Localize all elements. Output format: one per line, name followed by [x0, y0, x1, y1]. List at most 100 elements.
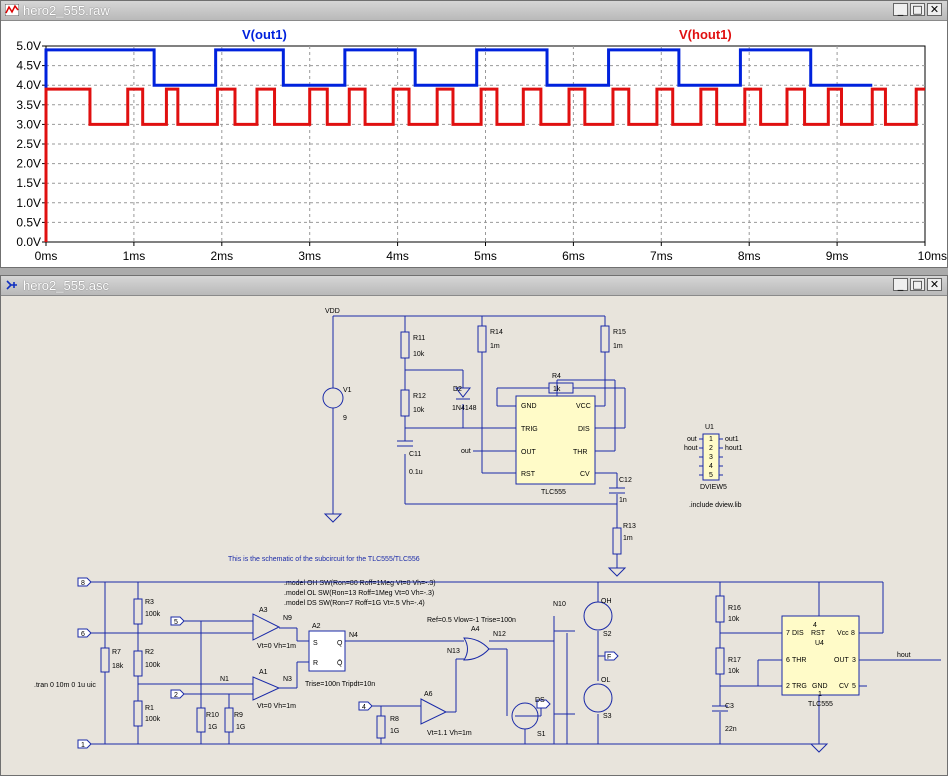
- x-tick-label: 10ms: [918, 249, 947, 263]
- r10-label: R10: [206, 712, 219, 719]
- subcircuit-note[interactable]: This is the schematic of the subcircuit …: [228, 556, 420, 563]
- trace-hout1[interactable]: [44, 87, 925, 242]
- r7-label: R7: [112, 649, 121, 656]
- u4-pin: THR: [792, 657, 806, 664]
- v1-label: V1: [343, 387, 352, 394]
- r4-value: 1k: [553, 386, 561, 393]
- x-tick-label: 4ms: [386, 249, 409, 263]
- y-tick-label: 2.5V: [16, 137, 41, 151]
- minimize-button[interactable]: _: [893, 3, 908, 16]
- x-tick-label: 5ms: [474, 249, 497, 263]
- ff-pin: Q̄: [337, 659, 343, 667]
- r10-value: 1G: [208, 724, 217, 731]
- r14-value: 1m: [490, 343, 500, 350]
- r3-label: R3: [145, 599, 154, 606]
- schematic-canvas[interactable]: GND TRIG OUT RST VCC DIS THR CV TLC555 V…: [1, 296, 947, 776]
- waveform-window-title: hero2_555.raw: [23, 3, 110, 18]
- c12-label: C12: [619, 477, 632, 484]
- u1-pin-num: 1: [709, 436, 713, 443]
- n13-label: N13: [447, 648, 460, 655]
- r9-value: 1G: [236, 724, 245, 731]
- r11-label: R11: [413, 335, 425, 342]
- d2-label: D2: [453, 386, 462, 393]
- a6-param: Vt=1.1 Vh=1m: [427, 730, 472, 737]
- a2-label: A2: [312, 623, 321, 630]
- pin-label: GND: [521, 403, 537, 410]
- include-directive[interactable]: .include dview.lib: [689, 502, 742, 509]
- r13-label: R13: [623, 523, 636, 530]
- r1-label: R1: [145, 705, 154, 712]
- tlc555-top-chip[interactable]: [515, 395, 596, 485]
- u4-part-label: TLC555: [808, 701, 833, 708]
- y-tick-label: 3.5V: [16, 98, 41, 112]
- port-1: [77, 739, 92, 749]
- u4-pin: DIS: [792, 630, 804, 637]
- r4-label: R4: [552, 373, 561, 380]
- waveform-plot[interactable]: 0.0V0.5V1.0V1.5V2.0V2.5V3.0V3.5V4.0V4.5V…: [1, 20, 947, 267]
- port-ds: [536, 699, 551, 709]
- x-tick-label: 1ms: [123, 249, 146, 263]
- tran-directive[interactable]: .tran 0 10m 0 1u uic: [34, 682, 96, 689]
- port-5: [170, 616, 185, 626]
- r11-value: 10k: [413, 351, 425, 358]
- trace-label-hout1[interactable]: V(hout1): [679, 27, 732, 42]
- ol-label: OL: [601, 677, 610, 684]
- pin-label: THR: [573, 449, 587, 456]
- n9-label: N9: [283, 615, 292, 622]
- r8-value: 1G: [390, 728, 399, 735]
- c12-value: 1n: [619, 497, 627, 504]
- r2-label: R2: [145, 649, 154, 656]
- x-tick-label: 0ms: [35, 249, 58, 263]
- u4-pin: OUT: [834, 657, 850, 664]
- trace-group: [44, 48, 925, 242]
- u4-tlc555-chip[interactable]: [781, 615, 860, 696]
- n3-label: N3: [283, 676, 292, 683]
- a2-param: Trise=100n Tripdt=10n: [305, 681, 375, 688]
- u1-label: U1: [705, 424, 714, 431]
- y-tick-label: 2.0V: [16, 157, 41, 171]
- r15-label: R15: [613, 329, 626, 336]
- pin-label: CV: [580, 471, 590, 478]
- tlc555-top-label: TLC555: [541, 489, 566, 496]
- close-button[interactable]: ✕: [927, 278, 942, 291]
- r9-label: R9: [234, 712, 243, 719]
- close-button[interactable]: ✕: [927, 3, 942, 16]
- u4-pin-num: 4: [813, 622, 817, 629]
- n10-label: N10: [553, 601, 566, 608]
- port-f-label: F: [607, 654, 611, 661]
- u4-pin-num: 6: [786, 657, 790, 664]
- out-net-label: out: [461, 448, 471, 455]
- hout-label: hout: [897, 652, 911, 659]
- n4-label: N4: [349, 632, 358, 639]
- trace-label-out1[interactable]: V(out1): [242, 27, 287, 42]
- port-label: 6: [81, 631, 85, 638]
- schematic-window-title: hero2_555.asc: [23, 278, 110, 293]
- model-line[interactable]: .model DS SW(Ron=7 Roff=1G Vt=.5 Vh=-.4): [284, 600, 425, 607]
- a3-label: A3: [259, 607, 268, 614]
- u1-in-label: out: [687, 436, 697, 443]
- waveform-titlebar[interactable]: hero2_555.raw _ □ ✕: [1, 1, 947, 21]
- trace-out1[interactable]: [44, 48, 873, 242]
- pin-label: VCC: [576, 403, 591, 410]
- port-label: 8: [81, 580, 85, 587]
- plot-grid: [45, 45, 926, 243]
- u4-pin-num: 7: [786, 630, 790, 637]
- model-line[interactable]: .model OL SW(Ron=13 Roff=1Meg Vt=0 Vh=-.…: [284, 590, 434, 597]
- r15-value: 1m: [613, 343, 623, 350]
- schematic-titlebar[interactable]: hero2_555.asc _ □ ✕: [1, 276, 947, 296]
- x-tick-label: 3ms: [298, 249, 321, 263]
- a4-label: A4: [471, 626, 480, 633]
- y-tick-label: 1.5V: [16, 176, 41, 190]
- schematic-window: hero2_555.asc _ □ ✕: [0, 275, 948, 776]
- maximize-button[interactable]: □: [910, 278, 925, 291]
- a3-param: Vt=0 Vh=1m: [257, 643, 296, 650]
- ff-pin: S: [313, 640, 318, 647]
- maximize-button[interactable]: □: [910, 3, 925, 16]
- a1-label: A1: [259, 669, 268, 676]
- minimize-button[interactable]: _: [893, 278, 908, 291]
- v1-value: 9: [343, 415, 347, 422]
- n1-label: N1: [220, 676, 229, 683]
- model-line[interactable]: .model OH SW(Ron=80 Roff=1Meg Vt=0 Vh=-.…: [284, 580, 436, 587]
- y-tick-label: 0.5V: [16, 215, 41, 229]
- y-axis-ticks: 0.0V0.5V1.0V1.5V2.0V2.5V3.0V3.5V4.0V4.5V…: [16, 39, 46, 249]
